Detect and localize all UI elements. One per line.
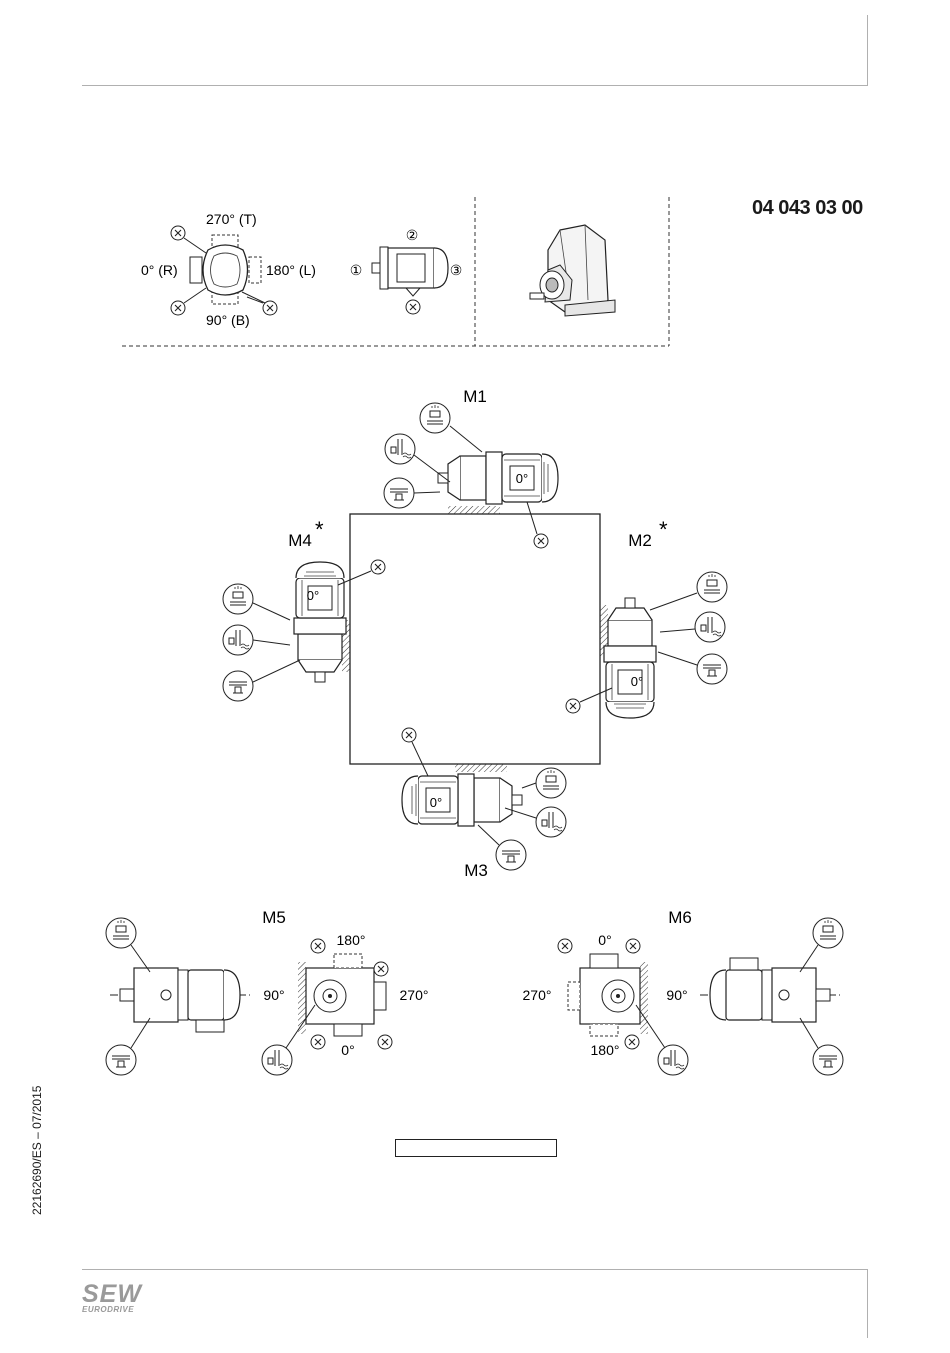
m1-box-angle: 0° <box>516 471 528 486</box>
x-mark-icon <box>171 301 185 315</box>
m5-angle-left: 90° <box>263 987 284 1003</box>
angle-right-label: 180° (L) <box>266 262 316 278</box>
position-3-label: ③ <box>450 262 463 278</box>
m4-gearmotor <box>294 562 346 682</box>
angle-top-label: 270° (T) <box>206 211 257 227</box>
position-2-label: ② <box>406 227 419 243</box>
m3-label: M3 <box>464 861 488 880</box>
legend-panel: 270° (T) 0° (R) 180° (L) 90° (B) ② ① ③ <box>122 197 669 346</box>
position-1-label: ① <box>350 262 363 278</box>
wall-mount-diagram: 0° M1 0° M2 * 0° M3 <box>223 387 727 880</box>
terminal-box-rotation-figure <box>190 235 261 304</box>
m2-gearmotor <box>604 598 656 718</box>
m6-angle-left: 270° <box>523 987 552 1003</box>
m4-box-angle: 0° <box>307 588 319 603</box>
x-mark-icon <box>263 301 277 315</box>
m6-angle-bottom: 180° <box>591 1042 620 1058</box>
m1-label: M1 <box>463 387 487 406</box>
angle-bottom-label: 90° (B) <box>206 312 250 328</box>
m2-asterisk: * <box>659 517 668 542</box>
m2-label: M2 <box>628 531 652 550</box>
m2-box-angle: 0° <box>631 674 643 689</box>
m5-diagram: M5 180° 90° 270° 0° <box>106 908 428 1075</box>
m3-gearmotor <box>402 774 522 826</box>
m5-label: M5 <box>262 908 286 927</box>
m5-angle-top: 180° <box>337 932 366 948</box>
m3-box-angle: 0° <box>430 795 442 810</box>
m6-label: M6 <box>668 908 692 927</box>
m4-label: M4 <box>288 531 312 550</box>
m5-angle-right: 270° <box>400 987 429 1003</box>
m6-diagram: M6 0° 270° 90° 180° <box>523 908 843 1075</box>
m5-angle-bottom: 0° <box>341 1042 354 1058</box>
angle-left-label: 0° (R) <box>141 262 178 278</box>
m1-gearmotor <box>438 452 558 504</box>
m6-angle-right: 90° <box>666 987 687 1003</box>
m4-asterisk: * <box>315 517 324 542</box>
m6-angle-top: 0° <box>598 932 611 948</box>
isometric-gearmotor-figure <box>530 225 615 316</box>
x-mark-icon <box>406 300 420 314</box>
cable-entry-figure <box>372 247 448 296</box>
x-mark-icon <box>171 226 185 240</box>
